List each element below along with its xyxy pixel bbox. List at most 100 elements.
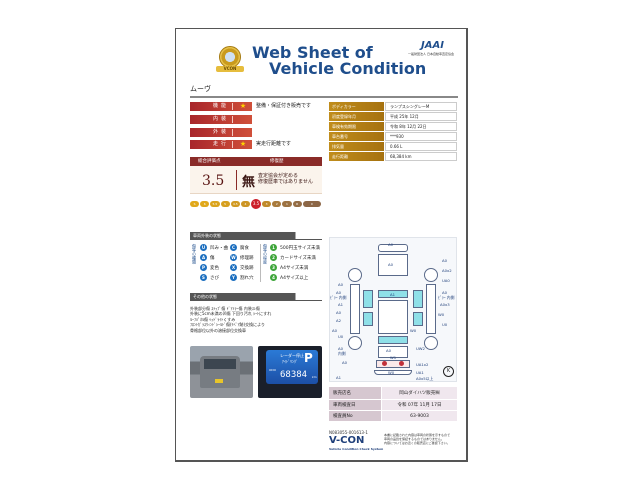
info-row-color: ボディカラー ランプスシングレーM (329, 102, 457, 111)
score-header: 総合評価点 修復歴 (190, 157, 322, 166)
grade-chip: 4.5 (230, 201, 240, 207)
dealer-table: 販売店名 岡山ダイハツ販売㈱ 車両検査日 令和 07年 11月 17日 検査員N… (329, 387, 457, 422)
legend-label: 割れ穴 (240, 275, 254, 281)
divider (232, 129, 233, 136)
car-window (204, 359, 236, 369)
info-label: 初度登録年月 (329, 112, 384, 121)
diagram-label: UW2 (416, 346, 425, 351)
legend-label: 500円玉サイズ未満 (280, 245, 320, 251)
info-row-mileage: 走行距離 68,384 km (329, 152, 457, 161)
legend-label: A4サイズ以上 (280, 275, 309, 281)
notes-line: 外装に5cm未満の凹傷 下回り汚れ ｼｰﾄにすれ (190, 311, 272, 317)
badge-3-icon: 3 (270, 264, 277, 271)
other-conditions: その他の状態 外装部分傷 ｽﾃｯﾌﾟ傷 ﾄﾞｱﾐﾗｰ傷 内装ｽﾚ傷 外装に5cm… (190, 293, 322, 333)
diagram-label: A0 (386, 348, 392, 353)
legend-label: 腐食 (240, 245, 249, 251)
divider (232, 141, 233, 148)
vehicle-condition-sheet: VCON Web Sheet of Vehicle Condition JAAI… (175, 28, 468, 462)
badge-P-icon: P (200, 264, 207, 271)
diagram-label: A1 (336, 375, 342, 380)
vehicle-model: ムーヴ (190, 85, 211, 93)
dealer-label: 販売店名 (329, 387, 381, 400)
badge-Y-icon: Y (230, 274, 237, 281)
info-value: 平成 25年 12月 (385, 112, 457, 121)
grade-chip: 5 (220, 201, 230, 207)
badge-W-icon: W (230, 254, 237, 261)
sheet-title-line2: Vehicle Condition (269, 59, 427, 78)
info-row-first-registration: 初度登録年月 平成 25年 12月 (329, 112, 457, 121)
diagram-label: W0 (438, 312, 445, 317)
info-label: 排気量 (329, 142, 384, 151)
badge-A-icon: A (200, 254, 207, 261)
footer-note: 本書に記載された内容は車両の状態を示すもので 車両の品質を保証するものではありま… (384, 433, 450, 445)
sheet-title-line1: Web Sheet of (252, 43, 373, 62)
diagram-label: A0x5以上 (416, 376, 434, 381)
info-label: 車検有効期限 (329, 122, 384, 131)
diagram-label: ﾋﾟﾗｰ 内側 (438, 295, 455, 300)
grade-chip: 4 (240, 201, 251, 207)
legend-label: 修理跡 (240, 255, 254, 261)
score-body: 3.5 無 査定協会が定める 修復歴車ではありません (190, 166, 322, 194)
notes-text: 外装部分傷 ｽﾃｯﾌﾟ傷 ﾄﾞｱﾐﾗｰ傷 内装ｽﾚ傷 外装に5cm未満の凹傷 下… (190, 306, 322, 333)
legend-label: カードサイズ未満 (280, 255, 316, 261)
vehicle-photo[interactable] (190, 346, 253, 398)
badge-ribbon: VCON (216, 66, 244, 72)
diagram-windshield (378, 336, 408, 344)
license-plate (215, 379, 223, 383)
legend-label: 凹み・曲 (210, 245, 228, 251)
score-header-label: 総合評価点 (198, 159, 221, 164)
grade-chip: 1 (282, 201, 292, 207)
diagram-label: A0 (388, 262, 394, 267)
meter-screen: レーダー停止 ｱｲﾄﾞﾘﾝｸﾞ P ODO 68384 km (266, 350, 318, 384)
legend-label: 交換跡 (240, 265, 254, 271)
odometer-photo[interactable]: レーダー停止 ｱｲﾄﾞﾘﾝｸﾞ P ODO 68384 km (258, 346, 322, 398)
footer-note-line: 本書に記載された内容は車両の状態を示すもので (384, 433, 451, 437)
footer-note-line: 内容についてはお近くの販売店にご確認下さい。 (384, 441, 450, 445)
diagram-right-side (426, 284, 436, 334)
divider (190, 239, 322, 240)
status-value: 整備・保証付き販売です (256, 103, 312, 109)
vehicle-info-table: ボディカラー ランプスシングレーM 初度登録年月 平成 25年 12月 車検有効… (329, 102, 457, 162)
status-row-mileage: 走行 ★ 実走行距離です (190, 140, 324, 149)
diagram-label: W0 (410, 328, 417, 333)
vcon-subtitle: Vehicle Condition Check System (329, 447, 384, 451)
diagram-label: ﾋﾟﾗｰ 内側 (330, 295, 347, 300)
diagram-roof-rear (378, 244, 408, 252)
divider (190, 300, 322, 301)
info-label: 車台番号 (329, 132, 384, 141)
odo-unit: km (312, 375, 317, 379)
legend-side-types: 傷等の種類 (192, 244, 197, 264)
star-icon: ★ (239, 102, 247, 110)
diagram-label: W1 (390, 355, 397, 360)
diagram-label: A0x2 (442, 268, 452, 273)
legend-label: A4サイズ未満 (280, 265, 309, 271)
dealer-value: 63-9003 (382, 411, 457, 422)
badge-C-icon: C (230, 244, 237, 251)
grade-chip: R (292, 201, 302, 207)
info-row-displacement: 排気量 0.66 L (329, 142, 457, 151)
diagram-label: A0 (388, 242, 394, 247)
diagram-rear-panel (378, 254, 408, 276)
diagram-roof (378, 300, 408, 334)
diagram-rear-glass (378, 290, 408, 298)
badge-4-icon: 4 (270, 274, 277, 281)
diagram-label: UA1x2 (416, 362, 429, 367)
footer-note-line: 車両の品質を保証するものではありません。 (384, 437, 444, 441)
diagram-label: U0 (338, 334, 344, 339)
grade-chip: 6 (200, 201, 210, 207)
headlight-right-icon (399, 361, 404, 366)
overall-score: 3.5 (202, 173, 225, 189)
diagram-label: 内側 (338, 351, 346, 356)
divider (190, 96, 458, 98)
legend-label: 傷 (210, 255, 215, 261)
document-id: N083055-001613-1 (329, 430, 368, 435)
